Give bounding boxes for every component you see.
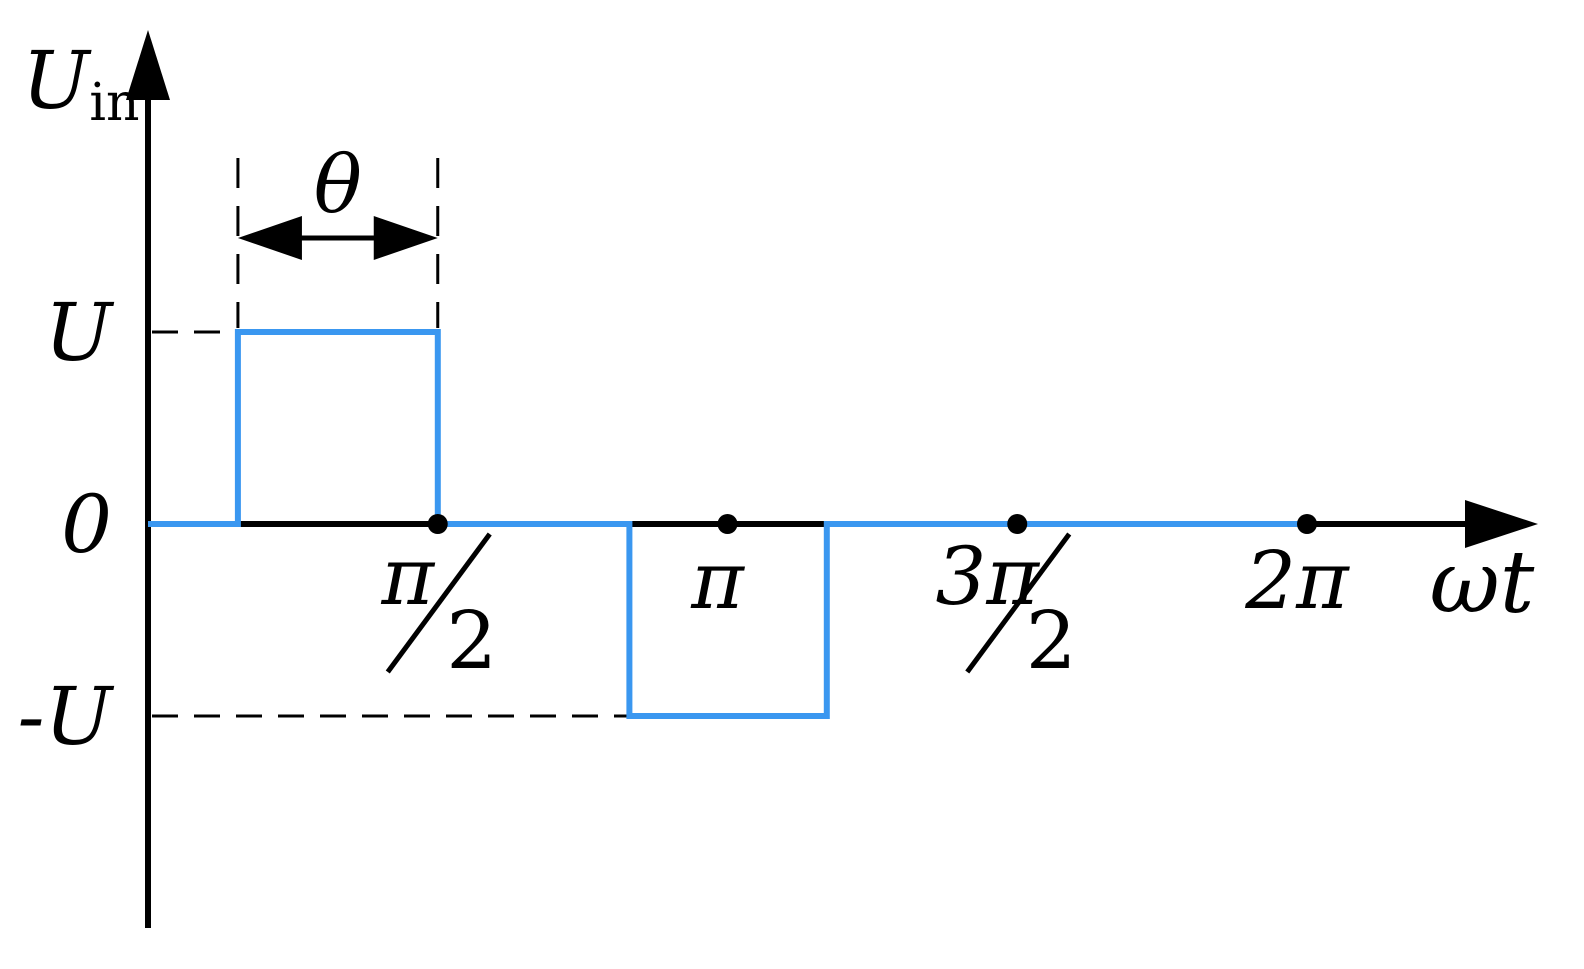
y-tick-label-0: U <box>45 286 115 379</box>
x-tick-denominator-0: 2 <box>446 594 497 687</box>
x-tick-marks <box>427 514 1318 534</box>
x-tick-dot-2 <box>1007 514 1028 534</box>
theta-annotation: θ <box>237 138 438 260</box>
x-tick-numerator-0: π <box>380 530 435 623</box>
x-axis-label: ωt <box>1430 533 1535 633</box>
x-tick-dot-0 <box>427 514 448 534</box>
theta-arrow-right <box>373 216 438 260</box>
y-axis-arrow <box>126 30 170 100</box>
y-tick-labels: U 0 -U <box>18 286 115 763</box>
x-tick-fraction-2: 3π2 <box>936 530 1077 687</box>
x-tick-numerator-2: 3π <box>936 530 1041 623</box>
y-tick-label-1: 0 <box>61 478 112 571</box>
x-axis-arrow <box>1465 500 1538 548</box>
x-tick-dot-1 <box>717 514 738 534</box>
waveform-series <box>148 329 1307 719</box>
y-axis-label-main: U <box>22 34 92 127</box>
theta-label: θ <box>314 138 362 231</box>
theta-arrow-left <box>237 216 302 260</box>
x-tick-denominator-2: 2 <box>1026 594 1077 687</box>
reference-lines <box>152 158 630 718</box>
x-tick-fraction-slash-2 <box>965 532 1072 674</box>
x-tick-fraction-slash-0 <box>385 532 492 674</box>
y-tick-label-2: -U <box>18 670 115 763</box>
x-tick-label-3: 2π <box>1244 534 1350 627</box>
y-axis-label: Uin <box>22 34 140 133</box>
x-tick-dot-3 <box>1297 514 1318 534</box>
x-tick-label-1: π <box>690 534 745 627</box>
x-tick-fraction-0: π2 <box>380 530 497 687</box>
y-axis-label-sub: in <box>89 73 139 133</box>
